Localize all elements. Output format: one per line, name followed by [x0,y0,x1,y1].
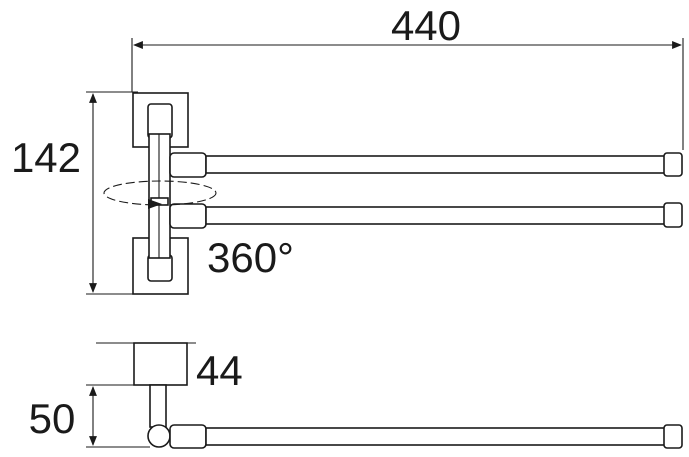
lower-bar-joint [169,203,207,229]
label-length: 440 [391,2,461,49]
side-view: 44 50 [29,342,683,449]
lower-bar-tube [205,206,667,225]
side-bar-joint [169,424,207,449]
side-stem [149,384,167,428]
bottom-plate-cap [147,254,173,282]
lower-towel-bar [169,202,683,229]
side-bar-tube [205,427,667,446]
label-projection: 50 [29,395,76,442]
dimension-height: 142 [11,91,138,295]
dimension-length: 440 [131,2,684,150]
side-pivot-knuckle [147,424,171,448]
label-depth: 44 [196,347,243,394]
rotation-indicator: 360° [103,180,294,281]
label-rotation: 360° [207,234,294,281]
upper-bar-tube [205,155,667,174]
rotation-arrow [148,199,162,209]
rotation-ellipse [103,180,217,206]
side-wall-plate [133,342,188,386]
upper-towel-bar [169,152,683,178]
side-bar-endcap [663,424,683,449]
upper-bar-joint [169,152,207,178]
top-plate-cap [147,103,173,139]
label-height: 142 [11,134,81,181]
dimension-projection: 50 [29,384,150,448]
front-view: 440 142 [11,2,684,295]
lower-bar-endcap [663,202,683,228]
upper-bar-endcap [663,152,683,177]
